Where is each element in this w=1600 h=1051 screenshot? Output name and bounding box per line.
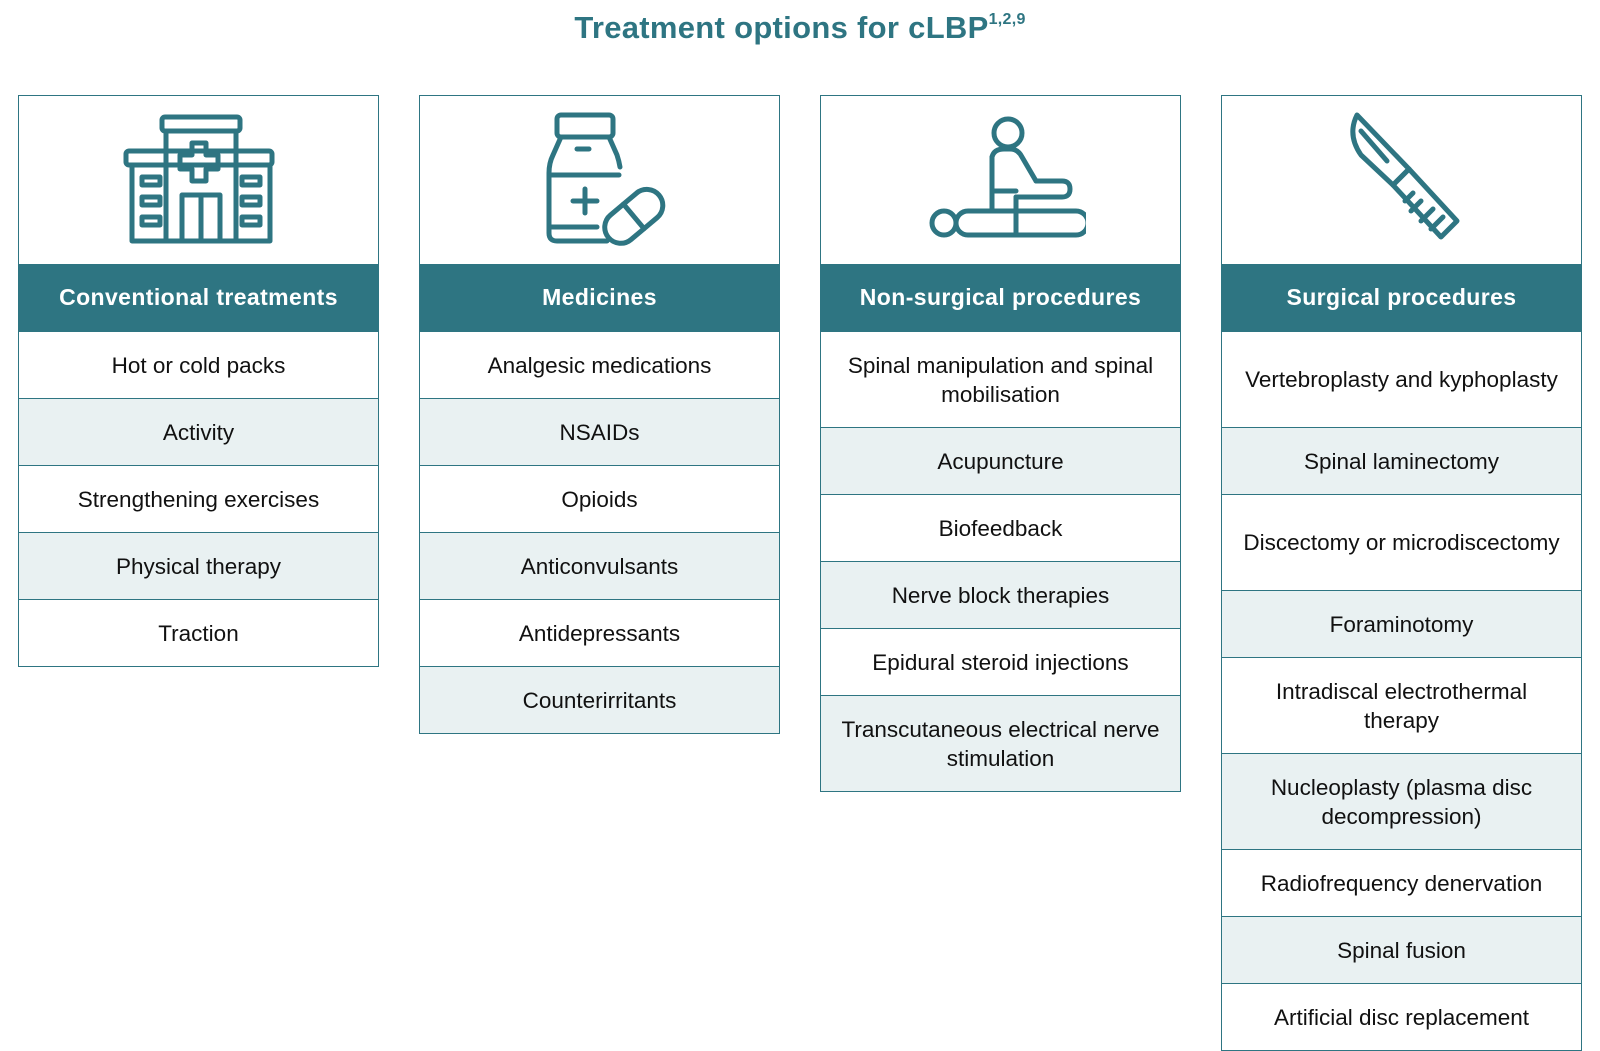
hospital-icon [19, 96, 378, 264]
list-item: Artificial disc replacement [1222, 983, 1581, 1050]
list-item: Biofeedback [821, 494, 1180, 561]
list-item: Acupuncture [821, 427, 1180, 494]
list-item: Analgesic medications [420, 331, 779, 398]
list-item: Spinal fusion [1222, 916, 1581, 983]
column-surgical-procedures: Surgical procedures Vertebroplasty and k… [1221, 95, 1582, 1051]
scalpel-icon [1222, 96, 1581, 264]
title-references: 1,2,9 [988, 10, 1026, 28]
list-item: Intradiscal electrothermal therapy [1222, 657, 1581, 753]
column-header: Non-surgical procedures [821, 264, 1180, 331]
list-item: Vertebroplasty and kyphoplasty [1222, 331, 1581, 427]
list-item: Nucleoplasty (plasma disc decompression) [1222, 753, 1581, 849]
list-item: Epidural steroid injections [821, 628, 1180, 695]
list-item: Transcutaneous electrical nerve stimulat… [821, 695, 1180, 791]
list-item: Radiofrequency denervation [1222, 849, 1581, 916]
column-header: Surgical procedures [1222, 264, 1581, 331]
list-item: Strengthening exercises [19, 465, 378, 532]
list-item: Hot or cold packs [19, 331, 378, 398]
list-item: Physical therapy [19, 532, 378, 599]
column-header: Medicines [420, 264, 779, 331]
list-item: Spinal manipulation and spinal mobilisat… [821, 331, 1180, 427]
column-header: Conventional treatments [19, 264, 378, 331]
list-item: Anticonvulsants [420, 532, 779, 599]
list-item: Spinal laminectomy [1222, 427, 1581, 494]
column-conventional-treatments: Conventional treatments Hot or cold pack… [18, 95, 379, 667]
list-item: Activity [19, 398, 378, 465]
list-item: Counterirritants [420, 666, 779, 733]
massage-therapist-icon [821, 96, 1180, 264]
medicine-bottle-pill-icon [420, 96, 779, 264]
column-non-surgical-procedures: Non-surgical procedures Spinal manipulat… [820, 95, 1181, 792]
list-item: Opioids [420, 465, 779, 532]
list-item: Antidepressants [420, 599, 779, 666]
list-item: Foraminotomy [1222, 590, 1581, 657]
list-item: Discectomy or microdiscectomy [1222, 494, 1581, 590]
page-title: Treatment options for cLBP1,2,9 [574, 10, 1026, 45]
list-item: Traction [19, 599, 378, 666]
list-item: Nerve block therapies [821, 561, 1180, 628]
column-medicines: Medicines Analgesic medications NSAIDs O… [419, 95, 780, 734]
list-item: NSAIDs [420, 398, 779, 465]
